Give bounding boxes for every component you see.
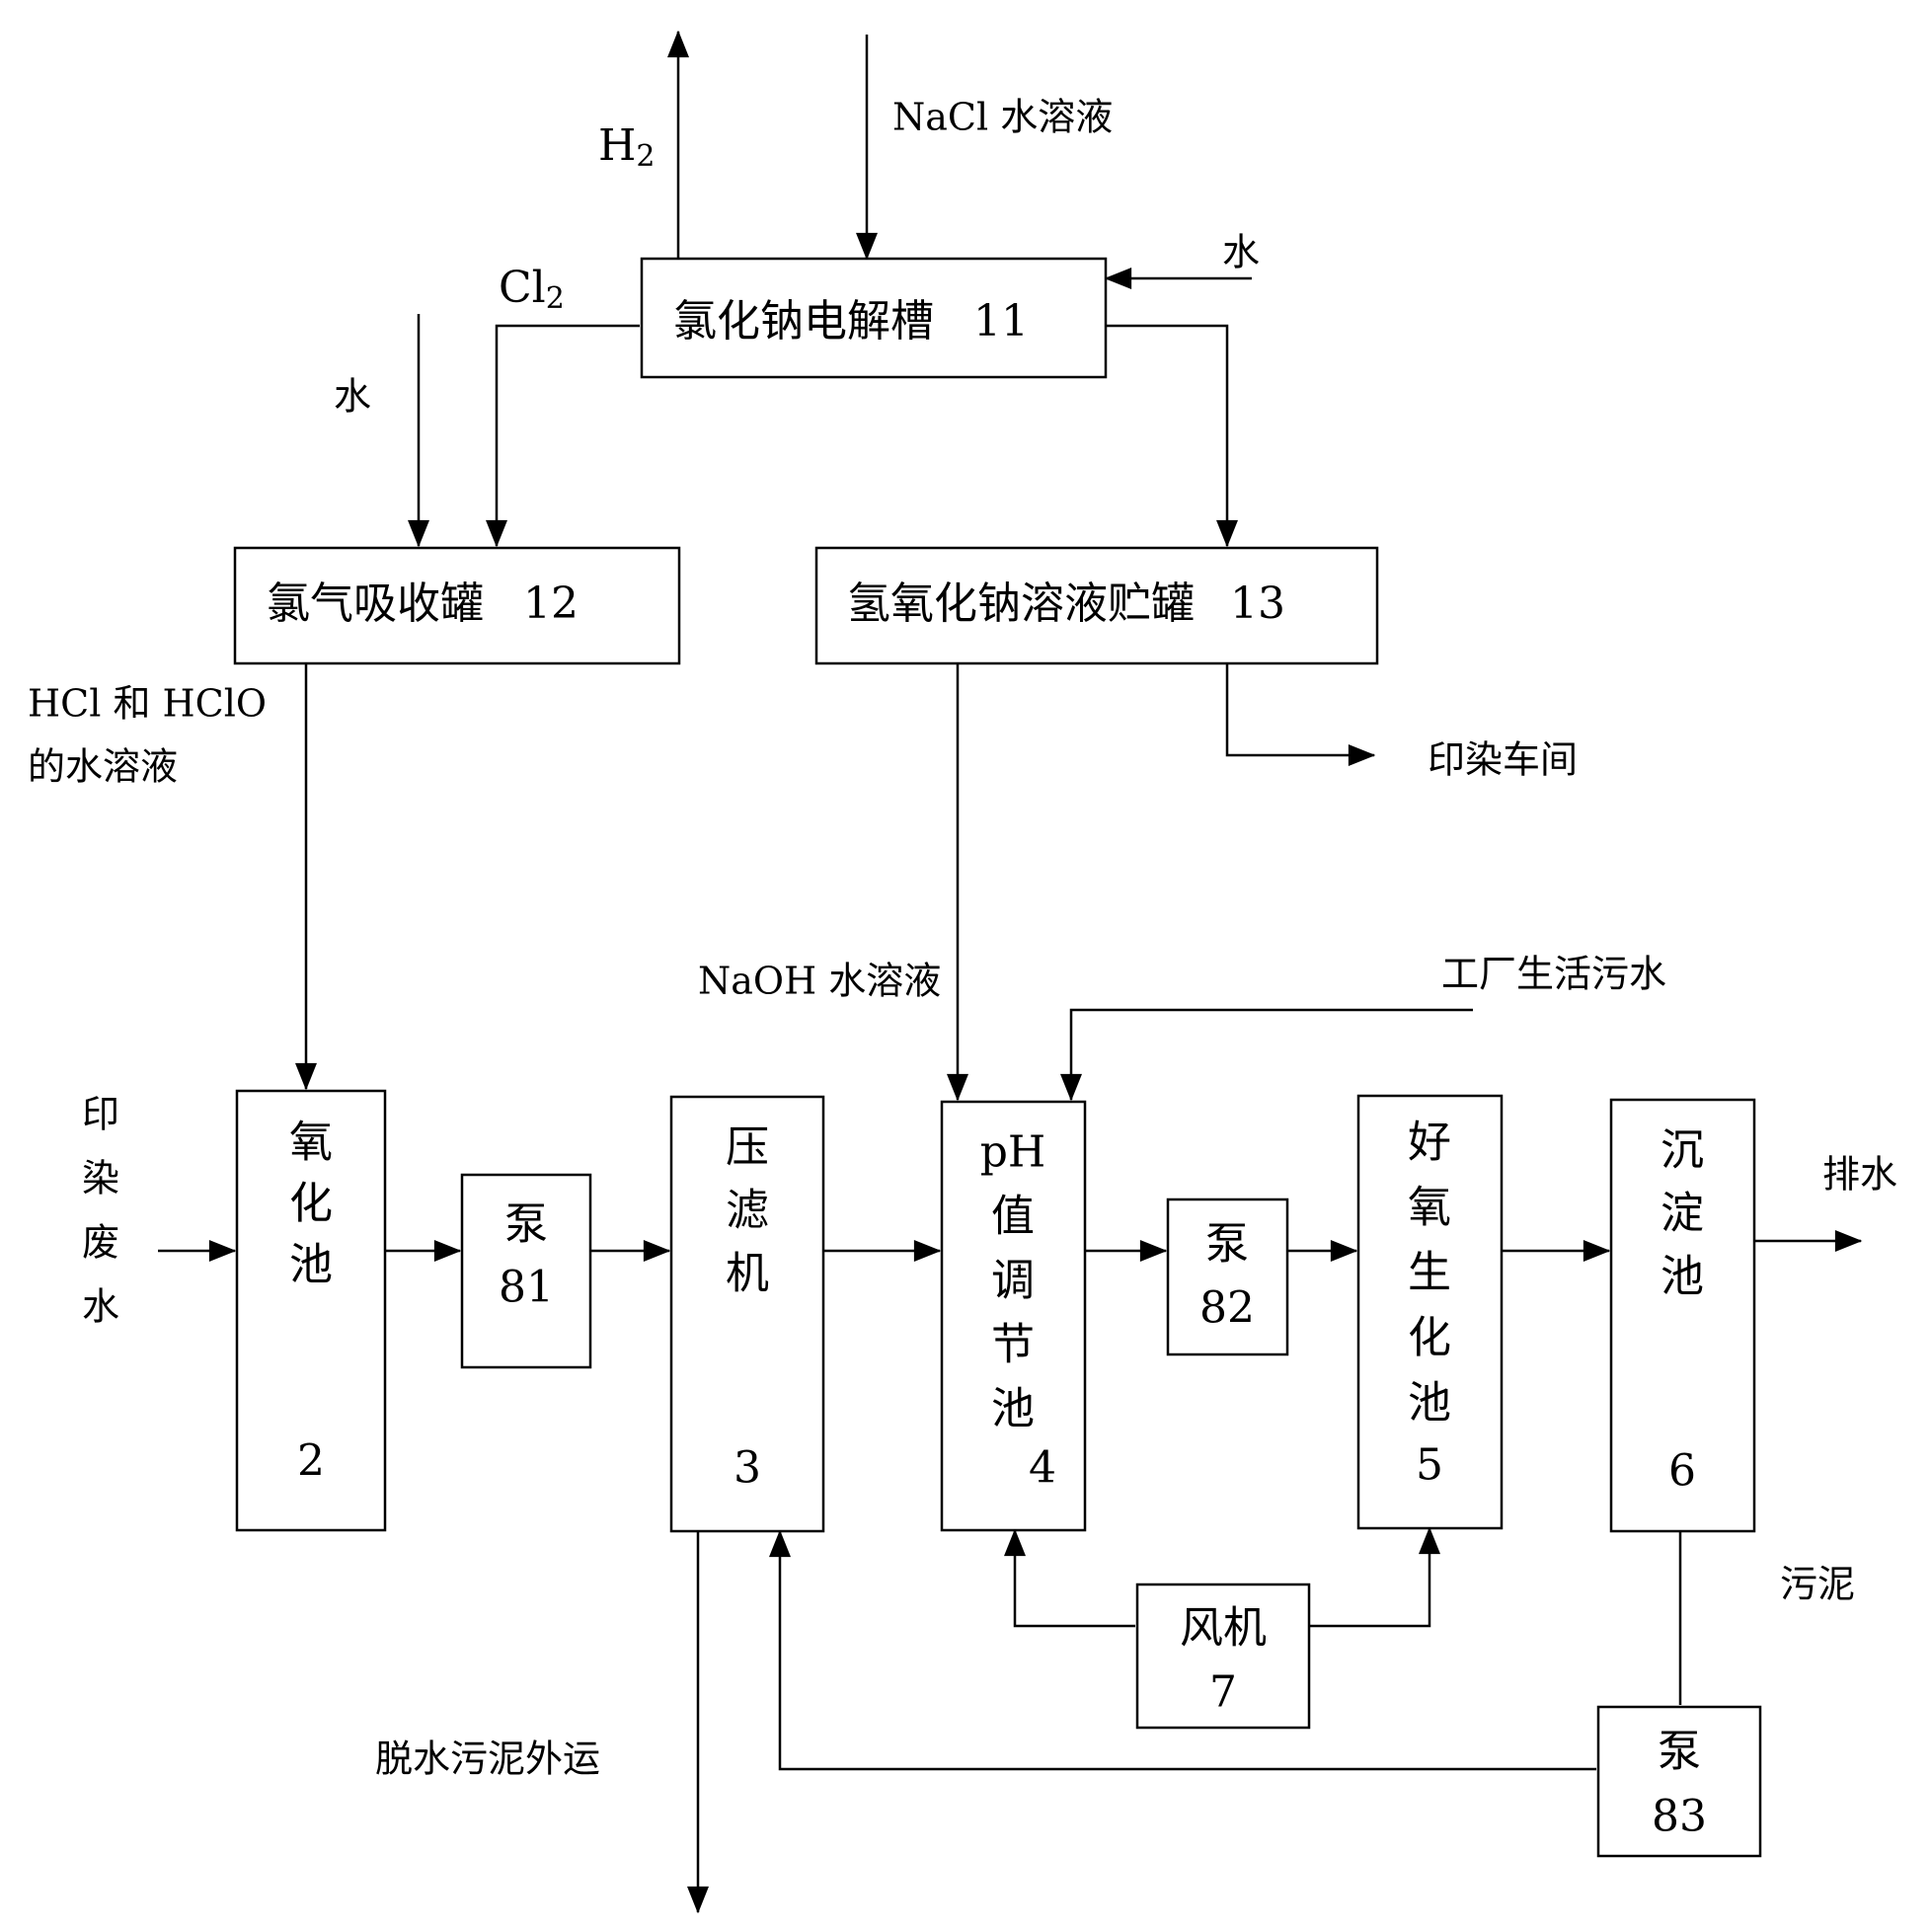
naoh-tank-number: 13 bbox=[1230, 579, 1285, 629]
naoh-tank-name: 氢氧化钠溶液贮罐 bbox=[847, 579, 1195, 629]
settling-pool-box: 沉 淀 池 6 bbox=[1609, 1098, 1756, 1533]
blower-number: 7 bbox=[1209, 1667, 1237, 1718]
wastewater-char-1: 印 bbox=[82, 1093, 119, 1136]
settling-pool-char-2: 淀 bbox=[1661, 1189, 1704, 1239]
blower-to-ph-arrow bbox=[1004, 1528, 1135, 1628]
svg-text:氢氧化钠溶液贮罐 13: 氢氧化钠溶液贮罐 13 bbox=[847, 579, 1285, 629]
aerobic-pool-box: 好 氧 生 化 池 5 bbox=[1356, 1094, 1504, 1530]
filter-press-box: 压 滤 机 3 bbox=[669, 1095, 825, 1533]
sewage-to-ph-arrow bbox=[1060, 1008, 1473, 1102]
electrolyzer-name: 氯化钠电解槽 bbox=[673, 296, 934, 347]
water-to-absorber-label: 水 bbox=[334, 375, 371, 419]
sludge-label: 污泥 bbox=[1780, 1563, 1855, 1606]
aerobic-pool-char-2: 氧 bbox=[1408, 1183, 1451, 1233]
pump83-name: 泵 bbox=[1658, 1727, 1701, 1777]
naoh-tank-box: 氢氧化钠溶液贮罐 13 bbox=[814, 546, 1379, 665]
naoh-to-tank-arrow bbox=[1104, 324, 1238, 548]
chlorine-absorber-name: 氯气吸收罐 bbox=[267, 579, 484, 629]
blower-box: 风机 7 bbox=[1135, 1583, 1311, 1730]
filter-press-char-2: 滤 bbox=[726, 1186, 769, 1236]
wastewater-char-2: 染 bbox=[82, 1157, 119, 1200]
blower-name: 风机 bbox=[1180, 1603, 1267, 1654]
ph-pool-line1: pH bbox=[980, 1127, 1046, 1178]
discharge-label: 排水 bbox=[1822, 1153, 1897, 1197]
pump82-name: 泵 bbox=[1205, 1219, 1249, 1270]
cl2-label-base: Cl bbox=[499, 263, 546, 313]
aerobic-pool-char-1: 好 bbox=[1408, 1118, 1451, 1168]
dyeing-workshop-label: 印染车间 bbox=[1428, 738, 1578, 782]
cl2-label: Cl2 bbox=[499, 263, 565, 317]
ph-pool-number: 4 bbox=[1029, 1443, 1056, 1494]
aerobic-pool-number: 5 bbox=[1416, 1440, 1443, 1491]
oxidation-pool-char-2: 化 bbox=[289, 1179, 333, 1229]
filter-press-char-3: 机 bbox=[726, 1249, 769, 1299]
pump83-number: 83 bbox=[1652, 1792, 1707, 1842]
settling-pool-number: 6 bbox=[1668, 1446, 1696, 1497]
pump82-box: 泵 82 bbox=[1166, 1198, 1289, 1356]
blower-to-aerobic-arrow bbox=[1309, 1526, 1440, 1628]
water-to-electrolyzer-label: 水 bbox=[1222, 231, 1260, 274]
h2-label: H2 bbox=[598, 120, 655, 175]
sludge-export-label: 脱水污泥外运 bbox=[375, 1738, 600, 1781]
chlorine-absorber-box: 氯气吸收罐 12 bbox=[233, 546, 681, 665]
hcl-hclo-label-line1: HCl 和 HClO bbox=[28, 682, 267, 726]
factory-sewage-label: 工厂生活污水 bbox=[1441, 953, 1666, 996]
settling-pool-char-3: 池 bbox=[1661, 1252, 1704, 1302]
pump81-number: 81 bbox=[499, 1263, 554, 1313]
oxidation-pool-char-3: 池 bbox=[289, 1240, 333, 1290]
ph-pool-char-3: 节 bbox=[991, 1320, 1035, 1370]
pump82-number: 82 bbox=[1199, 1283, 1255, 1334]
oxidation-pool-box: 氧 化 池 2 bbox=[235, 1089, 387, 1532]
aerobic-pool-char-3: 生 bbox=[1408, 1248, 1451, 1298]
wastewater-char-3: 废 bbox=[82, 1221, 119, 1265]
chlorine-absorber-number: 12 bbox=[523, 579, 579, 629]
svg-text:氯气吸收罐 12: 氯气吸收罐 12 bbox=[267, 579, 579, 629]
ph-pool-char-2: 调 bbox=[991, 1256, 1035, 1306]
electrolyzer-box: 氯化钠电解槽 11 bbox=[640, 257, 1108, 379]
pump83-box: 泵 83 bbox=[1596, 1705, 1762, 1858]
wastewater-char-4: 水 bbox=[82, 1285, 119, 1329]
cl2-to-absorber-arrow bbox=[486, 324, 640, 548]
ph-pool-char-4: 池 bbox=[991, 1384, 1035, 1434]
aerobic-pool-char-4: 化 bbox=[1408, 1313, 1451, 1363]
settling-pool-char-1: 沉 bbox=[1661, 1125, 1704, 1176]
pump81-name: 泵 bbox=[504, 1199, 548, 1250]
naoh-to-workshop-arrow bbox=[1225, 663, 1376, 766]
filter-press-number: 3 bbox=[734, 1443, 761, 1494]
naoh-solution-label: NaOH 水溶液 bbox=[698, 960, 941, 1003]
aerobic-pool-char-5: 池 bbox=[1408, 1378, 1451, 1429]
ph-pool-box: pH 值 调 节 池 4 bbox=[940, 1100, 1087, 1532]
ph-pool-char-1: 值 bbox=[991, 1192, 1035, 1242]
nacl-solution-label: NaCl 水溶液 bbox=[892, 96, 1113, 139]
cl2-label-sub: 2 bbox=[546, 281, 565, 316]
hcl-hclo-label-line2: 的水溶液 bbox=[28, 745, 178, 789]
oxidation-pool-char-1: 氧 bbox=[289, 1118, 333, 1168]
oxidation-pool-number: 2 bbox=[297, 1436, 325, 1487]
pump83-to-filter-arrow bbox=[769, 1529, 1596, 1771]
svg-text:氯化钠电解槽 11: 氯化钠电解槽 11 bbox=[673, 296, 1029, 347]
pump81-box: 泵 81 bbox=[460, 1173, 592, 1369]
electrolyzer-number: 11 bbox=[973, 296, 1029, 347]
h2-label-base: H bbox=[598, 120, 636, 171]
h2-label-sub: 2 bbox=[636, 139, 655, 174]
filter-press-char-1: 压 bbox=[726, 1122, 769, 1173]
